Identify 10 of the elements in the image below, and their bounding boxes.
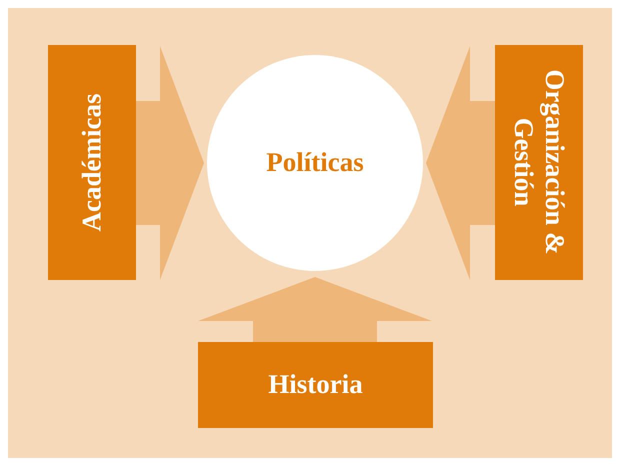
node-label: Académicas (76, 94, 108, 232)
node-label: Políticas (266, 147, 364, 179)
label-box (495, 45, 583, 280)
node-label: Historia (268, 369, 363, 401)
label-box (198, 342, 433, 428)
node-label: Organización & Gestión (508, 70, 570, 256)
label-box (48, 45, 136, 280)
block-arrow (426, 46, 495, 280)
block-arrow (198, 277, 432, 342)
block-arrow (136, 46, 204, 280)
